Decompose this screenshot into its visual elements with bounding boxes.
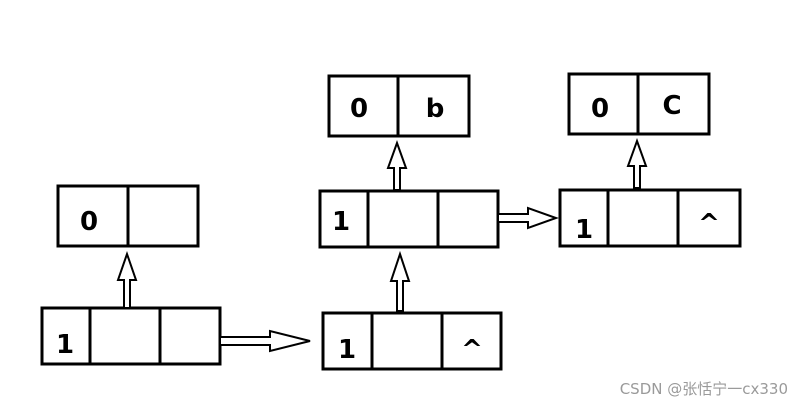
list-right-tp: ^ (698, 209, 720, 239)
atom-b-value: b (426, 94, 445, 124)
list-mid-tag: 1 (332, 207, 350, 237)
atom-node-0-empty (56, 184, 200, 248)
list-node-bottom-mid (321, 311, 503, 371)
atom-node-0-b (327, 74, 471, 138)
atom-c-tag: 0 (591, 94, 609, 124)
atom-node-0-c (567, 72, 711, 136)
arrow-right-list-mid-to-list-right (497, 206, 559, 230)
list-node-right (558, 188, 742, 248)
arrow-up-list-mid-to-atom-b (386, 140, 408, 191)
arrow-up-bottom-left-to-atom (116, 250, 138, 309)
list-bottom-mid-tp: ^ (461, 335, 483, 365)
arrow-up-bottom-mid-to-list-mid (389, 250, 411, 312)
atom-top-left-tag: 0 (80, 207, 98, 237)
atom-c-value: C (662, 91, 681, 121)
atom-b-tag: 0 (350, 94, 368, 124)
arrow-right-bottom-left-to-bottom-mid (219, 329, 311, 353)
watermark: CSDN @张恬宁一cx330 (619, 380, 788, 398)
list-right-tag: 1 (575, 215, 593, 245)
list-node-bottom-left (40, 306, 222, 366)
list-bottom-left-tag: 1 (56, 330, 74, 360)
arrow-up-list-right-to-atom-c (626, 138, 648, 189)
list-bottom-mid-tag: 1 (338, 335, 356, 365)
